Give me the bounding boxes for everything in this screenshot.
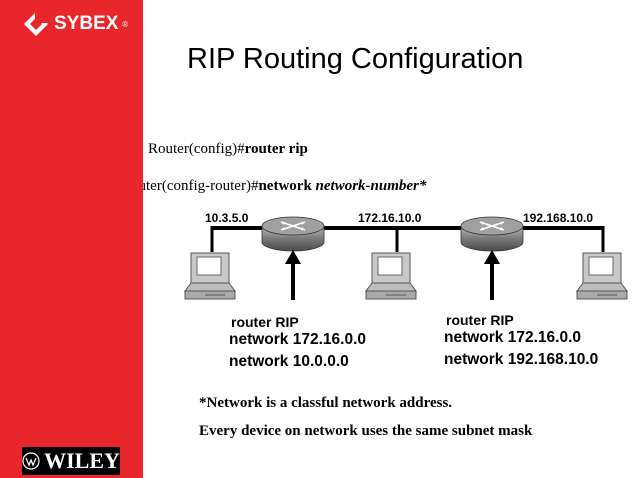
segment-lines: [210, 226, 605, 252]
network-label-172-16-10-0: 172.16.10.0: [358, 211, 422, 225]
computer-icon: [576, 252, 628, 300]
computer-icon: [365, 252, 417, 300]
config-arrow: [484, 250, 500, 300]
router1-config-line: network 172.16.0.0: [229, 331, 366, 348]
network-label-192-168-10-0: 192.168.10.0: [523, 211, 594, 225]
computer-icon: [184, 252, 236, 300]
sybex-mark-icon: [24, 12, 50, 36]
note-classful: *Network is a classful network address.: [199, 395, 453, 411]
router2-config-line: network 172.16.0.0: [444, 329, 581, 346]
wiley-seal-icon: [22, 452, 40, 470]
router1-config-line: router RIP: [231, 314, 299, 330]
config-arrow: [285, 250, 301, 300]
command-text: network: [258, 178, 312, 194]
wiley-text: WILEY: [44, 448, 120, 473]
router1-config-line: network 10.0.0.0: [229, 353, 349, 370]
command-router-rip: Router(config)#router rip: [148, 141, 308, 158]
sybex-text: SYBEX: [54, 13, 119, 34]
wiley-logo: WILEY: [22, 447, 120, 475]
note-subnet-mask: Every device on network uses the same su…: [199, 423, 533, 439]
router1-config: router RIP network 172.16.0.0 network 10…: [229, 314, 366, 371]
sidebar: SYBEX® WILEY: [0, 0, 143, 478]
router-icon: [261, 216, 325, 252]
command-prefix: outer(config-router)#: [143, 178, 259, 194]
slide-title: RIP Routing Configuration: [187, 43, 524, 75]
sybex-logo: SYBEX®: [22, 10, 128, 38]
command-text: router rip: [244, 141, 308, 157]
command-prefix: Router(config)#: [148, 141, 245, 157]
registered-mark: ®: [122, 19, 129, 29]
network-label-10-3-5-0: 10.3.5.0: [205, 211, 249, 225]
command-argument: network-number*: [315, 178, 427, 194]
router2-config: router RIP network 172.16.0.0 network 19…: [444, 312, 599, 369]
command-network: outer(config-router)#network network-num…: [143, 178, 638, 195]
router-icon: [460, 216, 524, 252]
router2-config-line: router RIP: [446, 312, 514, 328]
router2-config-line: network 192.168.10.0: [444, 351, 599, 368]
